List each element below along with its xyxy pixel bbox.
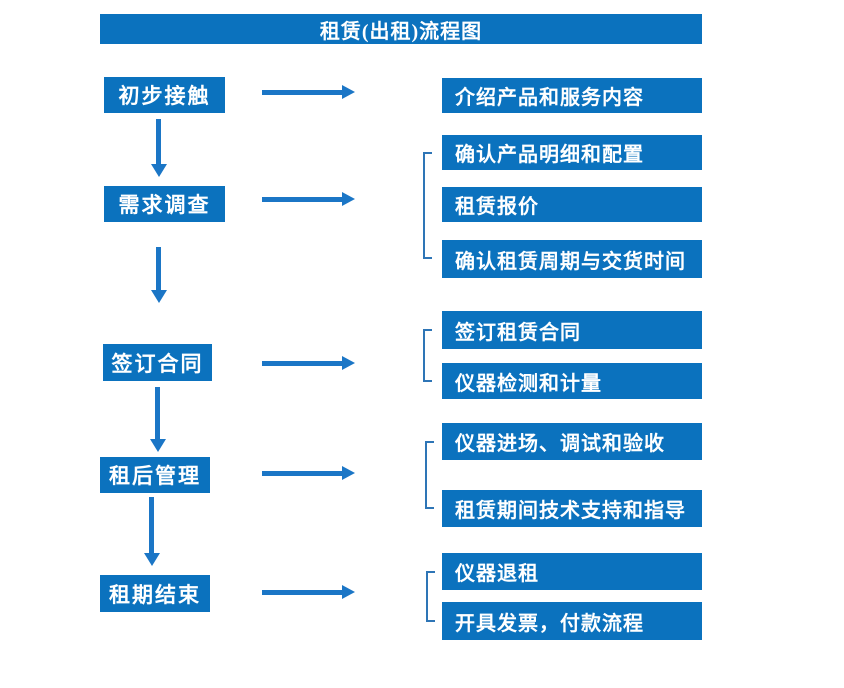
step-box-post-rental-mgmt: 租后管理 — [100, 457, 210, 493]
down-arrow-icon — [150, 247, 167, 303]
detail-box-sign-rental-contract: 签订租赁合同 — [442, 311, 702, 349]
right-arrow-icon — [262, 585, 355, 599]
step-box-rental-end: 租期结束 — [100, 575, 210, 612]
down-arrow-icon — [149, 387, 166, 452]
detail-box-confirm-period-delivery: 确认租赁周期与交货时间 — [442, 240, 702, 278]
detail-box-instrument-onsite: 仪器进场、调试和验收 — [442, 423, 702, 460]
detail-box-invoice-payment: 开具发票，付款流程 — [442, 602, 702, 640]
group-bracket-icon — [423, 329, 432, 382]
detail-box-tech-support: 租赁期间技术支持和指导 — [442, 490, 702, 527]
right-arrow-icon — [262, 192, 355, 206]
right-arrow-icon — [262, 356, 355, 370]
group-bracket-icon — [425, 441, 434, 509]
step-box-sign-contract: 签订合同 — [103, 344, 212, 381]
down-arrow-icon — [150, 119, 167, 177]
step-box-demand-survey: 需求调查 — [104, 186, 225, 222]
right-arrow-icon — [262, 85, 355, 99]
step-box-initial-contact: 初步接触 — [104, 77, 225, 113]
group-bracket-icon — [423, 152, 432, 259]
detail-box-introduce-products: 介绍产品和服务内容 — [442, 78, 702, 113]
detail-box-rental-quotation: 租赁报价 — [442, 187, 702, 222]
diagram-title: 租赁(出租)流程图 — [100, 14, 702, 44]
detail-box-instrument-return: 仪器退租 — [442, 553, 702, 590]
detail-box-instrument-testing: 仪器检测和计量 — [442, 363, 702, 399]
group-bracket-icon — [426, 571, 435, 622]
right-arrow-icon — [262, 466, 355, 480]
down-arrow-icon — [143, 497, 160, 566]
detail-box-confirm-product-config: 确认产品明细和配置 — [442, 135, 702, 170]
